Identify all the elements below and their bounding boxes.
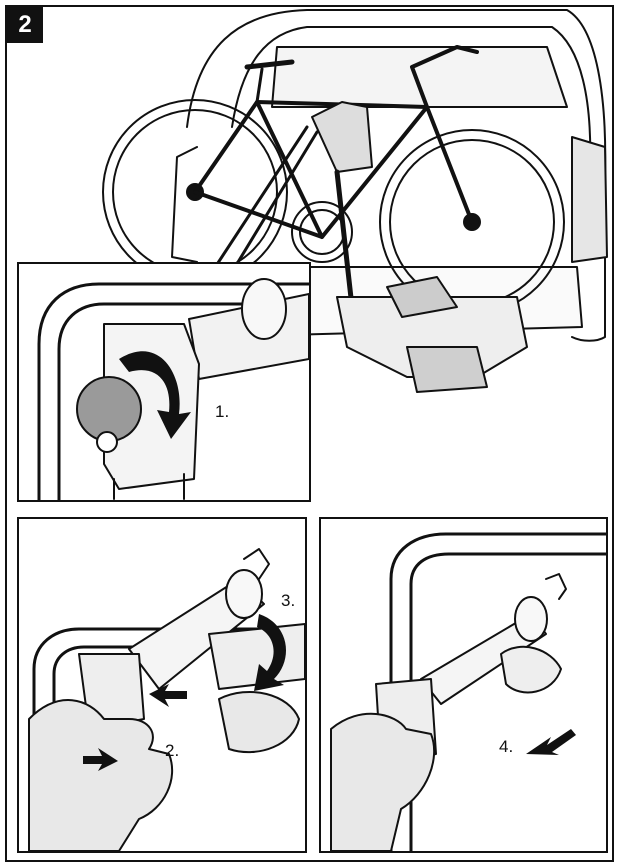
curved-arrow-icon (254, 614, 286, 691)
car-bike-carrier-illustration (102, 9, 608, 393)
step-4-panel: 4. (319, 517, 608, 853)
hand-press-release-illustration (28, 548, 305, 851)
step-2-label: 2. (165, 741, 180, 760)
pull-arm-illustration (330, 532, 606, 851)
step-1-label: 1. (215, 402, 230, 421)
curved-arrow-icon (119, 351, 191, 439)
step-1-panel: 1. (17, 262, 311, 502)
clamp-rotate-illustration (37, 278, 309, 500)
arrow-icon (526, 729, 576, 755)
arrow-icon (83, 748, 118, 771)
instruction-figure: 2 1. (5, 5, 614, 862)
step-2-3-panel: 2. 3. (17, 517, 307, 853)
step-3-label: 3. (281, 591, 296, 610)
step-4-label: 4. (499, 737, 514, 756)
figure-number-badge: 2 (7, 7, 43, 43)
arrow-icon (149, 684, 187, 707)
